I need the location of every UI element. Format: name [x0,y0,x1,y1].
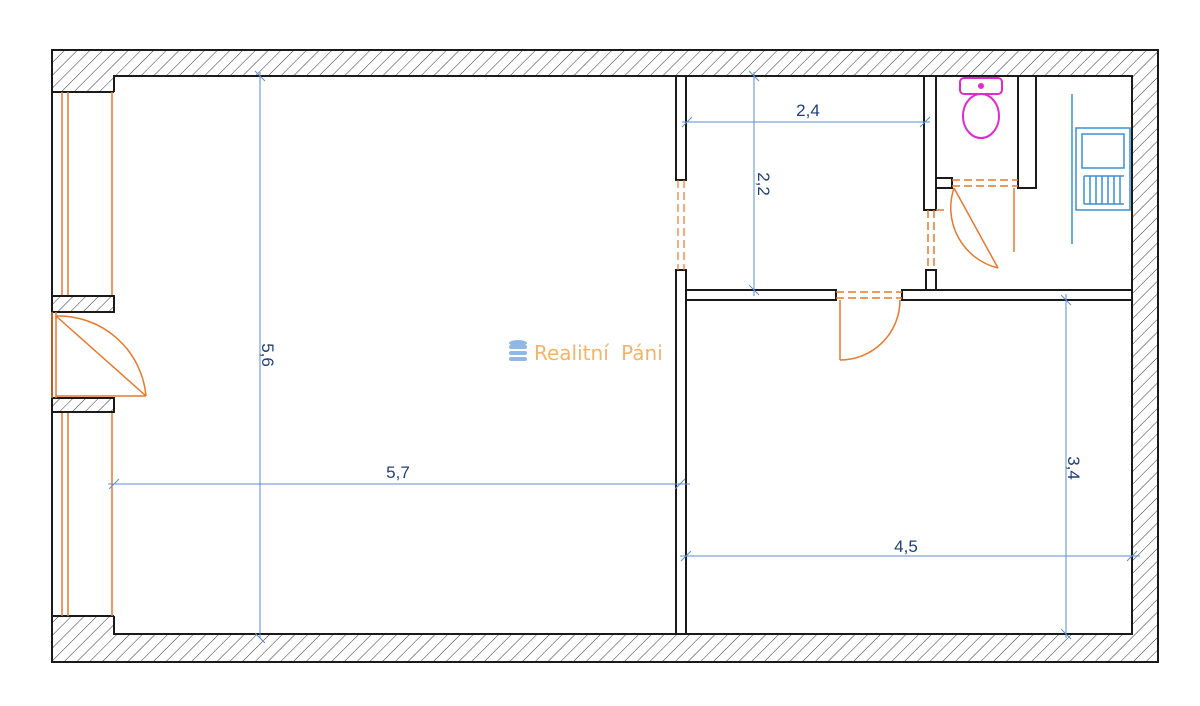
left-wall-stub-upper [51,295,115,313]
dimension-living-room-height: 5,6 [258,343,277,367]
dimension-lines [108,70,1140,644]
toilet-wall-bottom-left [935,177,953,189]
database-icon [509,340,527,361]
dimension-hall-width: 2,4 [796,101,820,120]
dimension-bedroom-width: 4,5 [894,537,918,556]
bathroom-wall-left-lower [925,269,937,291]
left-wall-stub-lower [51,397,115,413]
interior-wall-vertical-lower [675,269,687,635]
interior-wall-horizontal-left [685,289,837,301]
sink-icon [1075,127,1131,211]
watermark-text: Realitní Páni [534,341,663,365]
toilet-wall-right [1017,75,1037,189]
watermark-brand-second: Páni [621,341,663,365]
watermark-brand-first: Realitní [534,341,610,365]
left-window-upper [61,92,113,296]
bathroom-wall-left-upper [923,75,937,211]
left-window-lower [61,412,113,616]
watermark-logo: Realitní Páni [509,340,663,365]
interior-wall-horizontal-right [901,289,1133,301]
bedroom-door [836,291,902,361]
bathroom-door [927,209,944,270]
dimension-living-room-width: 5,7 [386,463,410,482]
toilet-icon [959,77,1003,139]
entrance-door [51,312,147,398]
interior-wall-vertical-upper [675,75,687,181]
living-room-opening [677,180,685,270]
dimension-bedroom-height: 3,4 [1064,456,1083,480]
toilet-door [950,179,1018,269]
dimension-hall-height: 2,2 [754,172,773,196]
